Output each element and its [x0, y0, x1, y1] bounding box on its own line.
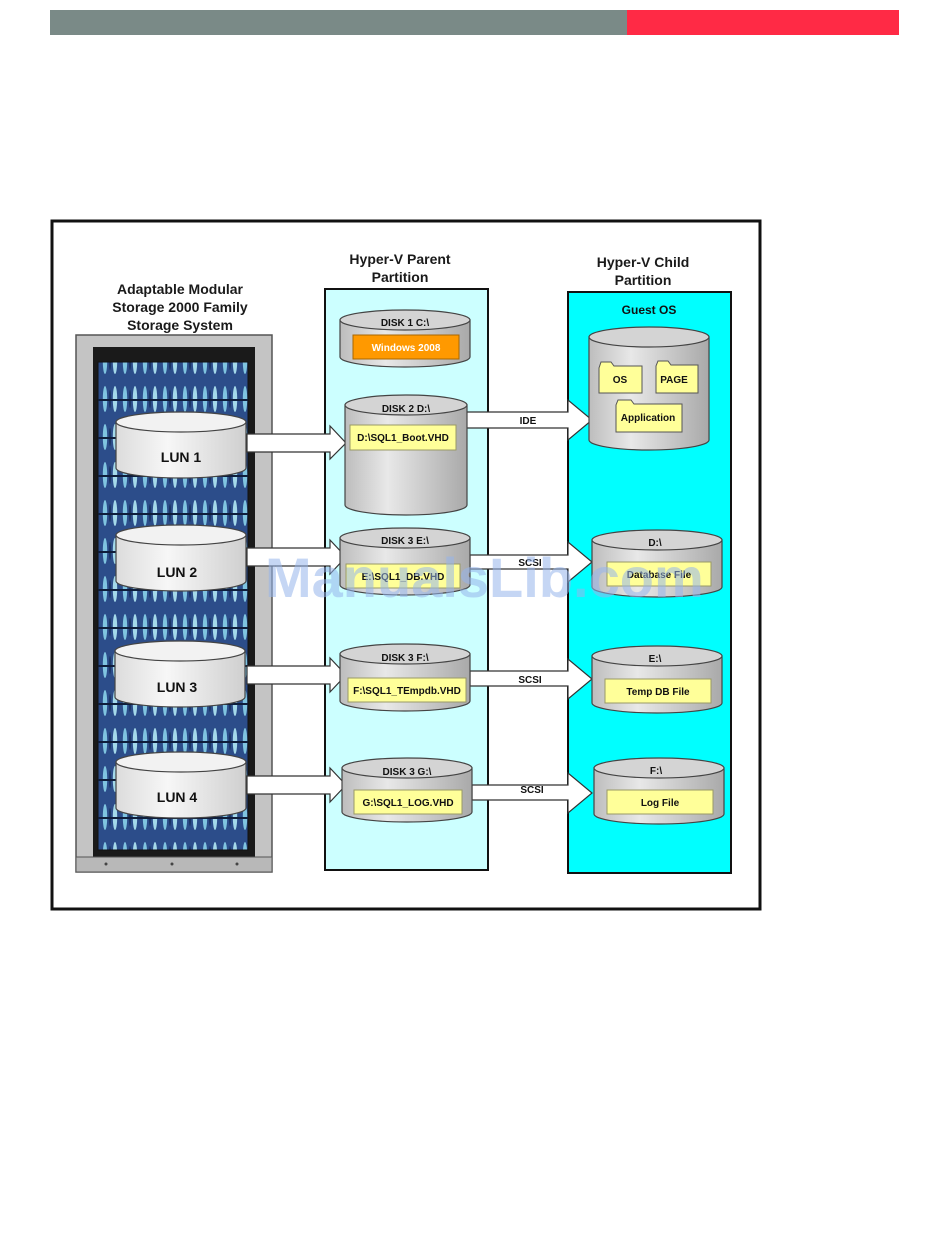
- child-disk-d: D:\ Database File: [591, 529, 723, 598]
- folder-application-label: Application: [621, 413, 675, 424]
- storage-title-line2: Storage 2000 Family: [112, 299, 248, 315]
- child-disk-d-name: D:\: [648, 538, 662, 549]
- parent-disk-4-name: DISK 3 F:\: [381, 653, 428, 664]
- child-disk-d-file: Database File: [627, 570, 692, 581]
- child-disk-e: E:\ Temp DB File: [591, 645, 723, 714]
- guest-os-label: Guest OS: [622, 303, 677, 317]
- connection-label-scsi-1: SCSI: [518, 558, 542, 569]
- lun-label-2: LUN 2: [157, 564, 198, 580]
- lun-label-1: LUN 1: [161, 449, 202, 465]
- guest-os-disk: OS PAGE Application: [588, 326, 710, 451]
- child-title-line1: Hyper-V Child: [597, 254, 690, 270]
- storage-title-line1: Adaptable Modular: [117, 281, 244, 297]
- folder-page-icon: PAGE: [655, 360, 699, 394]
- parent-disk-2: DISK 2 D:\ D:\SQL1_Boot.VHD: [344, 394, 468, 516]
- child-disk-f: F:\ Log File: [593, 757, 725, 825]
- lun-cylinder-1: LUN 1: [115, 411, 247, 479]
- child-arrows: [465, 398, 593, 815]
- parent-title-line1: Hyper-V Parent: [349, 251, 450, 267]
- parent-disk-1-name: DISK 1 C:\: [381, 318, 430, 329]
- parent-disk-5: DISK 3 G:\ G:\SQL1_LOG.VHD: [341, 757, 473, 823]
- lun-cylinder-2: LUN 2: [115, 524, 247, 592]
- folder-os-label: OS: [613, 375, 628, 386]
- child-disk-e-file: Temp DB File: [626, 687, 690, 698]
- header-bar-gray: [50, 10, 627, 35]
- parent-disk-3: DISK 3 E:\ E:\SQL1_DB.VHD: [339, 527, 471, 596]
- parent-disk-5-name: DISK 3 G:\: [383, 767, 432, 778]
- parent-disk-2-name: DISK 2 D:\: [382, 404, 431, 415]
- folder-os-icon: OS: [598, 361, 643, 394]
- parent-disk-4-file: F:\SQL1_TEmpdb.VHD: [353, 686, 461, 697]
- parent-disk-1: DISK 1 C:\ Windows 2008: [339, 309, 471, 368]
- child-title-line2: Partition: [615, 272, 672, 288]
- parent-disk-3-file: E:\SQL1_DB.VHD: [362, 572, 445, 583]
- parent-disk-2-file: D:\SQL1_Boot.VHD: [357, 433, 449, 444]
- lun-cylinder-4: LUN 4: [115, 751, 247, 819]
- parent-disk-1-file: Windows 2008: [372, 343, 441, 354]
- lun-label-3: LUN 3: [157, 679, 198, 695]
- folder-page-label: PAGE: [660, 375, 688, 386]
- connection-label-scsi-3: SCSI: [520, 785, 544, 796]
- child-disk-e-name: E:\: [649, 654, 662, 665]
- lun-arrows: [246, 424, 347, 804]
- connection-label-scsi-2: SCSI: [518, 675, 542, 686]
- lun-cylinder-3: LUN 3: [114, 640, 246, 708]
- parent-disk-4: DISK 3 F:\ F:\SQL1_TEmpdb.VHD: [339, 643, 471, 712]
- connection-label-ide: IDE: [520, 416, 537, 427]
- child-disk-f-file: Log File: [641, 798, 680, 809]
- parent-disk-3-name: DISK 3 E:\: [381, 536, 429, 547]
- header-bar-red: [627, 10, 899, 35]
- lun-label-4: LUN 4: [157, 789, 198, 805]
- parent-title-line2: Partition: [372, 269, 429, 285]
- storage-title-line3: Storage System: [127, 317, 233, 333]
- child-disk-f-name: F:\: [650, 766, 662, 777]
- folder-application-icon: Application: [615, 399, 683, 433]
- parent-disk-5-file: G:\SQL1_LOG.VHD: [362, 798, 453, 809]
